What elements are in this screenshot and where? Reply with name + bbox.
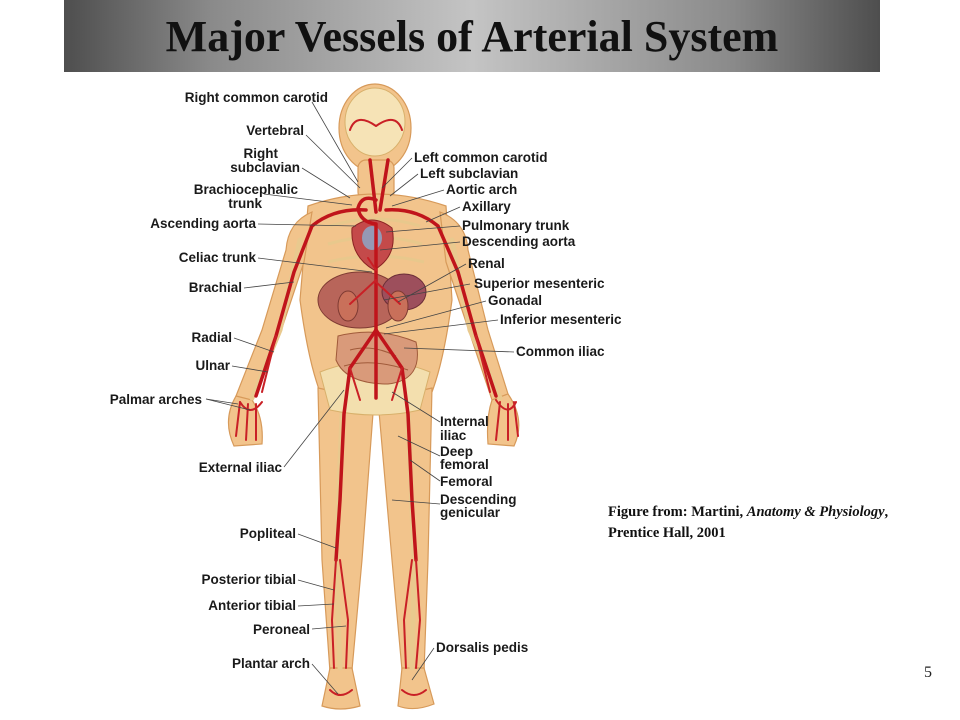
arterial-system-figure: Right common carotid Vertebral Right sub… [110, 83, 622, 710]
label-descending-aorta: Descending aorta [462, 234, 576, 249]
label-anterior-tibial: Anterior tibial [208, 598, 296, 613]
label-ulnar: Ulnar [195, 358, 230, 373]
label-gonadal: Gonadal [488, 293, 542, 308]
credit-book-title: Anatomy & Physiology [746, 504, 885, 520]
label-external-iliac: External iliac [199, 460, 283, 475]
label-aortic-arch: Aortic arch [446, 182, 517, 197]
credit-suffix: , Prentice Hall, 2001 [608, 504, 889, 541]
label-superior-mesenteric: Superior mesenteric [474, 276, 605, 291]
label-vertebral: Vertebral [246, 123, 304, 138]
label-brachiocephalic-line2: trunk [228, 196, 262, 211]
label-pulmonary-trunk: Pulmonary trunk [462, 218, 570, 233]
label-dorsalis-pedis: Dorsalis pedis [436, 640, 528, 655]
label-deep-femoral-line1: Deep [440, 444, 473, 459]
arteries [235, 119, 519, 696]
credit-prefix: Figure from: Martini, [608, 504, 747, 520]
label-inferior-mesenteric: Inferior mesenteric [500, 312, 622, 327]
label-deep-femoral-line2: femoral [440, 457, 489, 472]
label-internal-iliac-line1: Internal [440, 414, 489, 429]
label-femoral: Femoral [440, 474, 493, 489]
label-plantar-arch: Plantar arch [232, 656, 310, 671]
leader-lines [205, 101, 515, 695]
left-labels: Right common carotid Vertebral Right sub… [110, 90, 328, 671]
label-descending-genicular-line2: genicular [440, 505, 501, 520]
label-left-common-carotid: Left common carotid [414, 150, 548, 165]
slide-title: Major Vessels of Arterial System [165, 12, 779, 61]
figure-credit: Figure from: Martini, Anatomy & Physiolo… [608, 502, 898, 544]
label-common-iliac: Common iliac [516, 344, 605, 359]
label-descending-genicular-line1: Descending [440, 492, 517, 507]
label-radial: Radial [191, 330, 232, 345]
label-right-subclavian-line2: subclavian [230, 160, 300, 175]
label-brachiocephalic-line1: Brachiocephalic [194, 182, 299, 197]
right-labels: Left common carotid Left subclavian Aort… [414, 150, 622, 655]
label-right-common-carotid: Right common carotid [185, 90, 328, 105]
label-brachial: Brachial [189, 280, 242, 295]
label-ascending-aorta: Ascending aorta [150, 216, 256, 231]
label-palmar-arches: Palmar arches [110, 392, 202, 407]
title-bar: Major Vessels of Arterial System [64, 0, 880, 72]
page-number: 5 [924, 664, 932, 681]
label-peroneal: Peroneal [253, 622, 310, 637]
label-posterior-tibial: Posterior tibial [201, 572, 296, 587]
label-celiac-trunk: Celiac trunk [179, 250, 257, 265]
label-axillary: Axillary [462, 199, 511, 214]
label-right-subclavian-line1: Right [244, 146, 279, 161]
label-left-subclavian: Left subclavian [420, 166, 518, 181]
label-renal: Renal [468, 256, 505, 271]
label-internal-iliac-line2: iliac [440, 428, 467, 443]
label-popliteal: Popliteal [240, 526, 296, 541]
